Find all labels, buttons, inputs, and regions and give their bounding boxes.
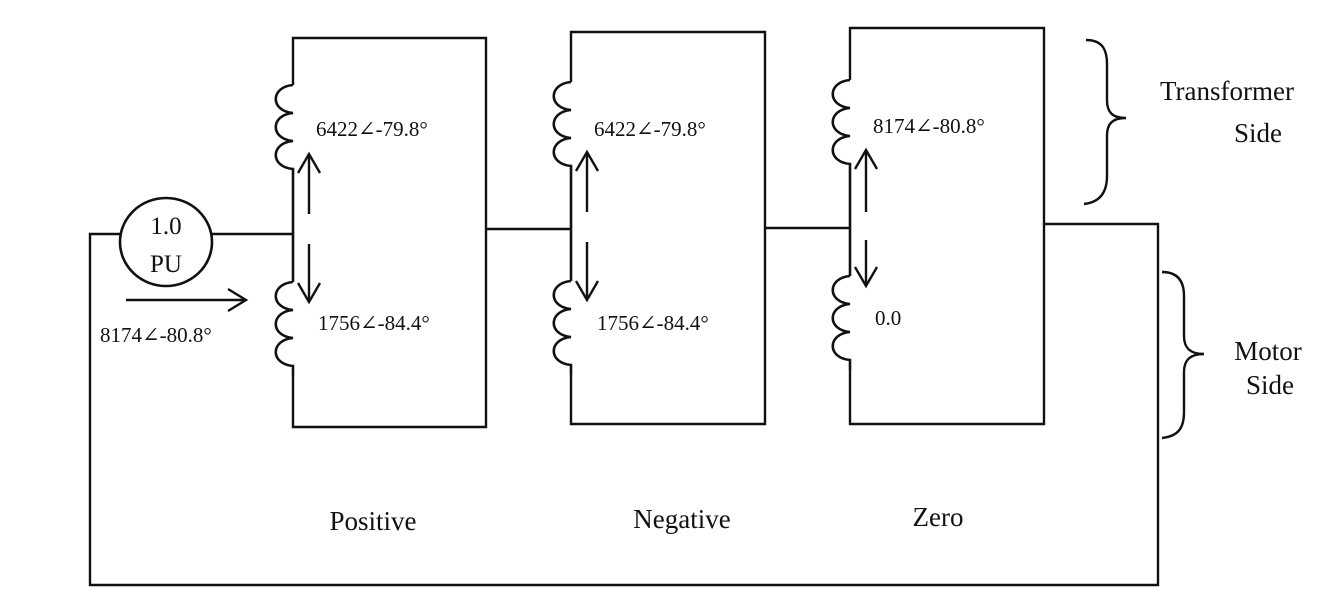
zero-transformer-value: 8174∠-80.8° xyxy=(873,114,985,138)
zero-motor-winding xyxy=(831,274,852,370)
motor-side-label-line2: Side xyxy=(1246,370,1294,400)
zero-network-box xyxy=(848,26,1046,426)
zero-lower-arrow xyxy=(853,240,879,289)
zero-network: 8174∠-80.8° 0.0 Zero xyxy=(831,26,1046,532)
zero-upper-arrow xyxy=(853,147,879,212)
positive-network-box xyxy=(291,36,488,429)
positive-motor-value: 1756∠-84.4° xyxy=(318,311,430,335)
transformer-side-brace xyxy=(1083,38,1127,206)
zero-motor-value: 0.0 xyxy=(875,306,901,330)
negative-network-box xyxy=(569,30,767,426)
negative-transformer-value: 6422∠-79.8° xyxy=(594,117,706,141)
negative-network-label: Negative xyxy=(633,504,730,534)
transformer-side-label-line2: Side xyxy=(1234,118,1282,148)
positive-upper-arrow xyxy=(296,151,322,214)
positive-transformer-value: 6422∠-79.8° xyxy=(316,117,428,141)
negative-lower-arrow xyxy=(574,242,600,303)
negative-upper-arrow xyxy=(574,149,600,212)
zero-network-label: Zero xyxy=(913,502,964,532)
transformer-side-label-line1: Transformer xyxy=(1160,76,1294,106)
negative-motor-value: 1756∠-84.4° xyxy=(597,311,709,335)
voltage-source: 1.0 PU xyxy=(118,196,214,288)
negative-transformer-winding xyxy=(552,80,573,281)
return-loop-wire xyxy=(88,222,1160,587)
negative-network: 6422∠-79.8° 1756∠-84.4° Negative xyxy=(552,30,767,534)
voltage-source-unit: PU xyxy=(150,251,182,278)
positive-network-label: Positive xyxy=(329,506,416,536)
source-current-arrow xyxy=(126,287,249,313)
motor-side-label-line1: Motor xyxy=(1234,336,1302,366)
positive-network: 6422∠-79.8° 1756∠-84.4° Positive xyxy=(274,36,488,536)
positive-lower-arrow xyxy=(296,244,322,305)
source-current-label: 8174∠-80.8° xyxy=(100,323,212,347)
motor-side-brace xyxy=(1161,270,1205,440)
positive-transformer-winding xyxy=(274,83,295,282)
negative-motor-winding xyxy=(552,279,573,375)
zero-transformer-winding xyxy=(831,78,852,276)
positive-motor-winding xyxy=(274,280,295,376)
voltage-source-magnitude: 1.0 xyxy=(150,213,181,240)
voltage-source-circle xyxy=(118,196,214,288)
